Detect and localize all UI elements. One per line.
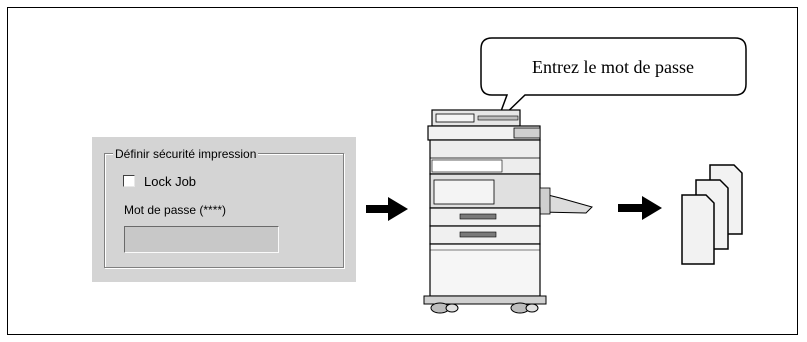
right-arrow-icon — [366, 197, 408, 221]
speech-callout: Entrez le mot de passe — [480, 37, 747, 123]
password-field[interactable] — [124, 226, 279, 253]
callout-text: Entrez le mot de passe — [532, 57, 694, 77]
lock-job-checkbox[interactable] — [123, 175, 135, 187]
group-title: Définir sécurité impression — [113, 147, 259, 161]
printed-pages-icon — [681, 164, 743, 265]
password-label: Mot de passe (****) — [124, 203, 227, 217]
lock-job-label: Lock Job — [144, 174, 197, 189]
copier-icon — [423, 109, 593, 314]
right-arrow-icon — [618, 196, 662, 220]
print-security-dialog — [92, 137, 356, 282]
